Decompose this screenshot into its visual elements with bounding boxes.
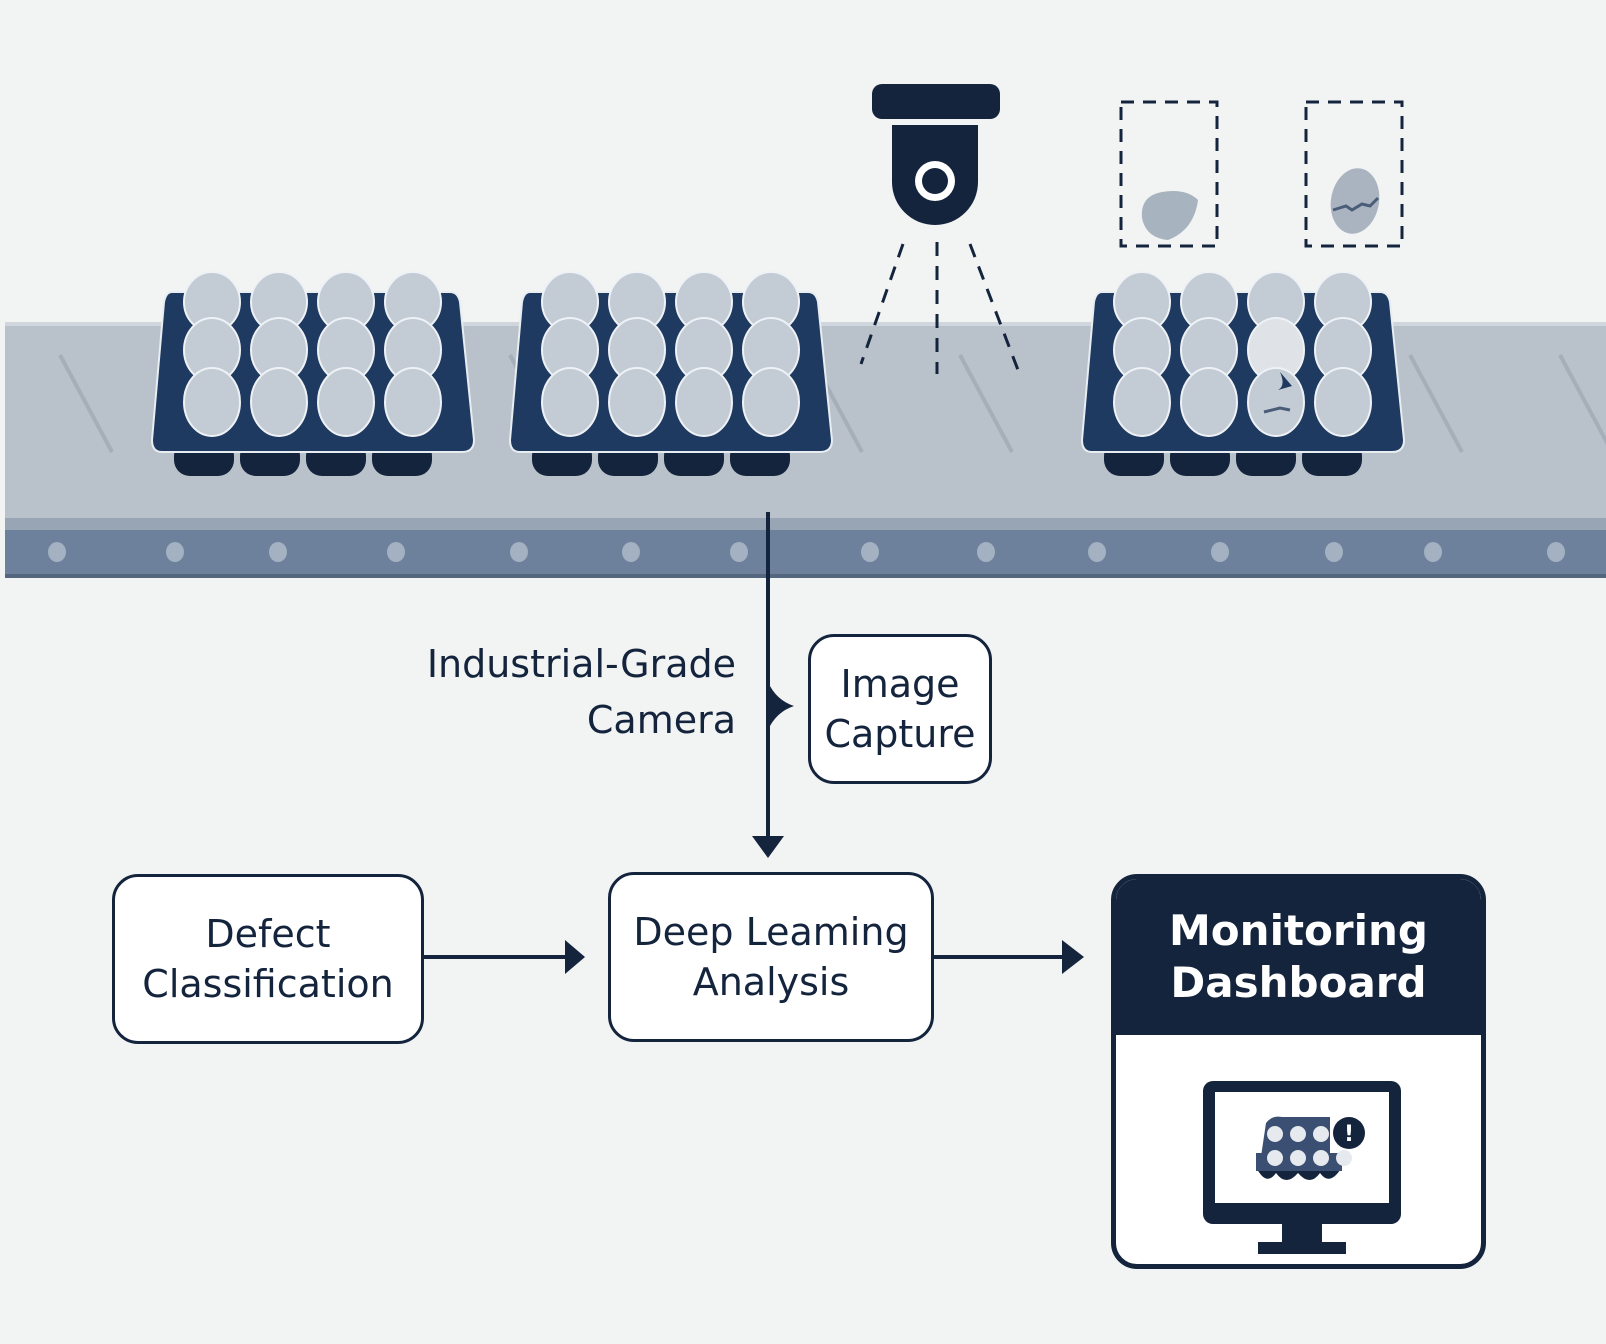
- node-label: Dashboard: [1170, 958, 1427, 1007]
- camera-label-line2: Camera: [586, 698, 736, 742]
- egg: [183, 367, 241, 437]
- egg: [608, 367, 666, 437]
- conveyor-roller: [1424, 542, 1442, 562]
- detection-box-broken-shell: [1119, 100, 1219, 248]
- crack-mark: [1278, 372, 1292, 390]
- conveyor-roller: [48, 542, 66, 562]
- tray-3: [1080, 271, 1406, 476]
- cracked-egg-icon: [1330, 168, 1380, 234]
- node-monitoring-dashboard: Monitoring Dashboard !: [1111, 874, 1486, 1269]
- node-deep-learning-analysis: Deep Leaming Analysis: [608, 872, 934, 1042]
- egg: [317, 367, 375, 437]
- egg-trays: [150, 271, 1406, 476]
- dashboard-header: Monitoring Dashboard: [1116, 879, 1481, 1035]
- conveyor-roller: [166, 542, 184, 562]
- conveyor-roller: [510, 542, 528, 562]
- arrowhead-right: [565, 940, 585, 974]
- conveyor-roller: [387, 542, 405, 562]
- ceiling-camera-icon: [872, 84, 1000, 225]
- conveyor-belt-lip: [5, 518, 1606, 530]
- egg: [384, 367, 442, 437]
- egg: [675, 367, 733, 437]
- conveyor-roller: [269, 542, 287, 562]
- conveyor-rail-bottom: [5, 574, 1606, 578]
- egg-tray-icon: !: [1256, 1116, 1365, 1180]
- conveyor-roller: [1325, 542, 1343, 562]
- node-defect-classification: Defect Classification: [112, 874, 424, 1044]
- conveyor-scene: [5, 84, 1606, 600]
- conveyor-roller: [730, 542, 748, 562]
- crack-mark: [1263, 406, 1291, 414]
- egg: [1314, 367, 1372, 437]
- belt-stripe: [958, 354, 1014, 453]
- belt-stripe: [58, 354, 114, 453]
- node-image-capture: Image Capture: [808, 634, 992, 784]
- egg: [541, 367, 599, 437]
- arrowhead-down: [752, 836, 784, 858]
- alert-badge-icon: [1333, 1117, 1365, 1149]
- node-label: Capture: [824, 712, 976, 756]
- monitor-icon: !: [1203, 1081, 1401, 1254]
- node-label: Deep Leaming: [633, 910, 909, 954]
- alert-badge-symbol: !: [1344, 1122, 1354, 1147]
- conveyor-roller: [861, 542, 879, 562]
- tray-1: [150, 271, 476, 476]
- belt-stripe: [1408, 354, 1464, 453]
- belt-stripe: [1558, 354, 1606, 446]
- conveyor-rollers: [48, 542, 1565, 562]
- conveyor-roller: [977, 542, 995, 562]
- node-label: Defect: [205, 912, 331, 956]
- egg: [250, 367, 308, 437]
- conveyor-roller: [1547, 542, 1565, 562]
- detection-box-cracked-egg: [1304, 100, 1404, 248]
- broken-egg-icon: [1141, 191, 1198, 240]
- arrowhead-image-capture: [768, 682, 794, 730]
- egg: [1180, 367, 1238, 437]
- tray-2: [508, 271, 834, 476]
- camera-label-line1: Industrial-Grade: [426, 642, 736, 686]
- node-label: Monitoring: [1169, 906, 1428, 955]
- arrowhead-right: [1062, 940, 1084, 974]
- egg: [1113, 367, 1171, 437]
- node-label: Classification: [142, 962, 394, 1006]
- node-label: Analysis: [692, 960, 850, 1004]
- camera-field-of-view: [859, 242, 1020, 374]
- conveyor-roller: [1088, 542, 1106, 562]
- conveyor-roller: [622, 542, 640, 562]
- camera-label: Industrial-Grade Camera: [380, 636, 736, 748]
- egg: [742, 367, 800, 437]
- node-label: Image: [840, 662, 960, 706]
- conveyor-roller: [1211, 542, 1229, 562]
